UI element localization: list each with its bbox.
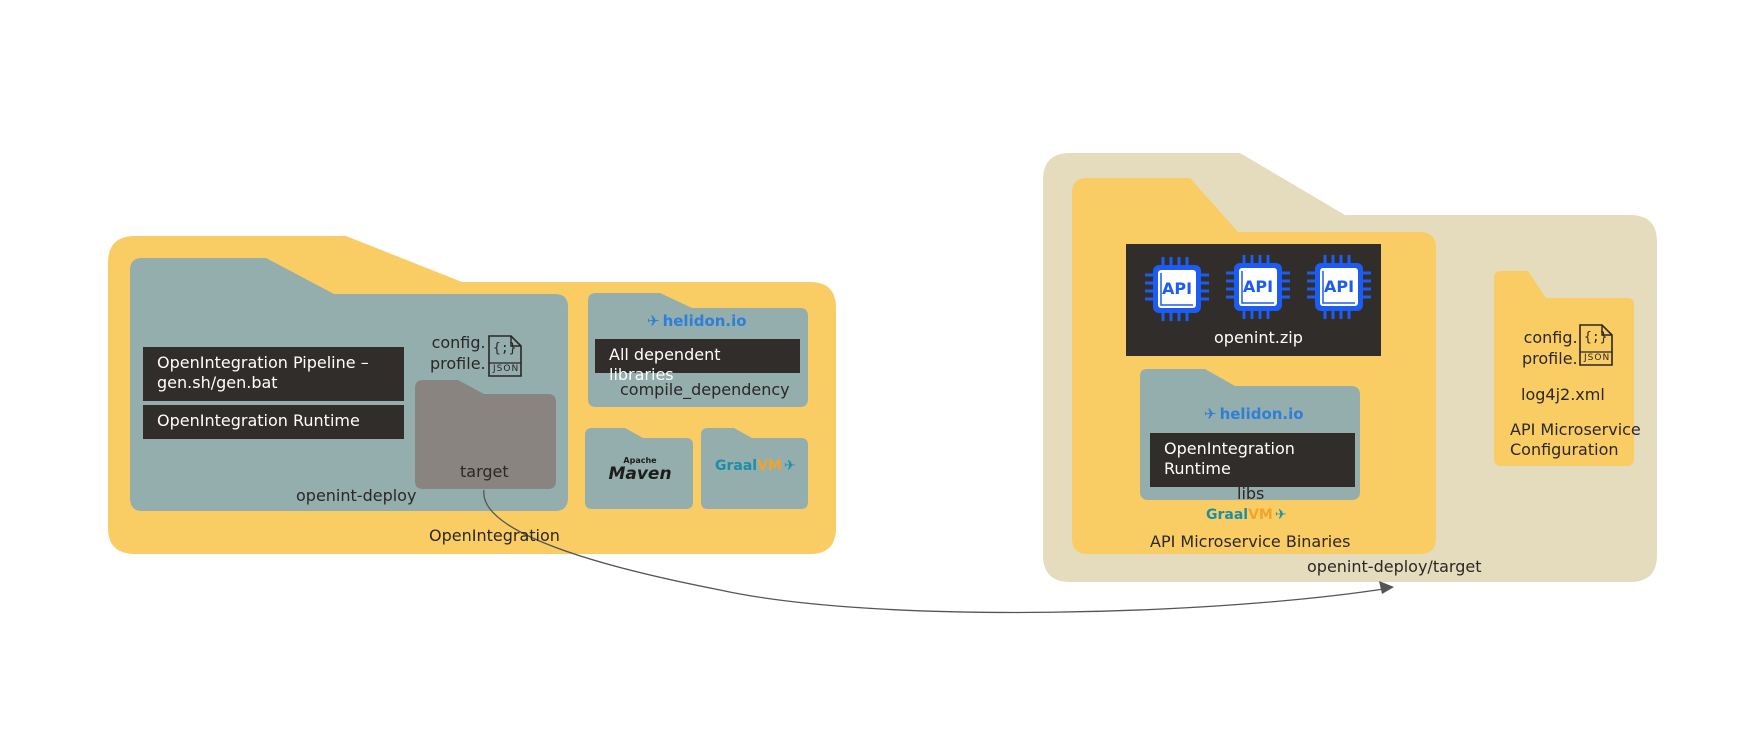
api-config-line-1: API Microservice — [1510, 420, 1641, 439]
openint-deploy-target-label: openint-deploy/target — [1307, 557, 1482, 576]
api-chip-icon: API — [1224, 253, 1292, 321]
source-graalvm-part1: Graal — [715, 458, 758, 474]
compile-helidon-logo: ✈helidon.io — [647, 312, 747, 330]
api-binaries-label: API Microservice Binaries — [1150, 532, 1351, 551]
source-config-line-2: profile. — [430, 354, 486, 373]
helidon-bird-icon: ✈ — [647, 312, 660, 330]
graalvm-bird-icon: ✈ — [1274, 507, 1287, 523]
target-config-line-2: profile. — [1522, 349, 1578, 368]
libs-runtime-label: OpenIntegration Runtime — [1150, 433, 1355, 487]
openint-zip-label: openint.zip — [1214, 328, 1303, 347]
pipeline-label: OpenIntegration Pipeline – gen.sh/gen.ba… — [143, 347, 404, 401]
libs-runtime-line-2: Runtime — [1164, 459, 1231, 478]
maven-logo: Apache Maven — [600, 456, 680, 484]
pipeline-line-1: OpenIntegration Pipeline – — [157, 353, 369, 372]
compile-helidon-text: helidon.io — [662, 312, 747, 330]
pipeline-line-2: gen.sh/gen.bat — [157, 373, 278, 392]
graalvm-bird-icon: ✈ — [783, 458, 796, 474]
source-config-text: config. profile. — [430, 332, 486, 374]
api-chip-text: API — [1324, 277, 1355, 296]
target-config-text: config. profile. — [1522, 327, 1578, 369]
deploy-arrow-head — [1379, 581, 1394, 594]
graalvm-folder — [701, 428, 808, 509]
openint-deploy-label: openint-deploy — [296, 486, 417, 505]
api-chip-text: API — [1243, 277, 1274, 296]
libs-label: libs — [1237, 484, 1265, 503]
libs-runtime-line-1: OpenIntegration — [1164, 439, 1295, 458]
target-json-braces: {;} — [1584, 330, 1608, 345]
source-graalvm-part2: VM — [757, 458, 782, 474]
api-config-line-2: Configuration — [1510, 440, 1619, 459]
helidon-bird-icon: ✈ — [1204, 405, 1217, 423]
source-json-text: JSON — [493, 364, 520, 374]
compile-dependency-label: compile_dependency — [620, 380, 790, 399]
source-config-line-1: config. — [431, 333, 486, 352]
target-json-file-icon: {;} JSON — [1578, 323, 1614, 367]
libs-helidon-logo: ✈helidon.io — [1204, 405, 1304, 423]
api-chip-icon: API — [1143, 255, 1211, 323]
config-folder — [1494, 271, 1634, 466]
api-chip-text: API — [1162, 279, 1193, 298]
maven-apache-text: Apache — [623, 456, 657, 465]
target-json-text: JSON — [1584, 353, 1611, 363]
openintegration-label: OpenIntegration — [429, 526, 560, 545]
deploy-arrow — [483, 489, 1391, 614]
source-json-braces: {;} — [493, 341, 517, 356]
api-chip-icon: API — [1305, 253, 1373, 321]
source-graalvm-logo: GraalVM✈ — [715, 458, 796, 474]
dependent-libraries-label: All dependent libraries — [595, 339, 800, 384]
api-config-label: API Microservice Configuration — [1510, 420, 1641, 460]
target-folder — [415, 380, 556, 489]
target-folder-label: target — [460, 462, 509, 481]
target-graalvm-part2: VM — [1248, 507, 1273, 523]
maven-word-text: Maven — [608, 464, 672, 484]
target-graalvm-logo: GraalVM✈ — [1206, 507, 1287, 523]
maven-folder — [585, 428, 693, 509]
log4j2-file-label: log4j2.xml — [1521, 385, 1605, 404]
runtime-label: OpenIntegration Runtime — [143, 405, 404, 439]
libs-helidon-text: helidon.io — [1219, 405, 1304, 423]
source-json-file-icon: {;} JSON — [487, 334, 523, 378]
target-graalvm-part1: Graal — [1206, 507, 1249, 523]
target-config-line-1: config. — [1523, 328, 1578, 347]
dependent-libraries-text: All dependent libraries — [609, 345, 721, 384]
runtime-label-text: OpenIntegration Runtime — [157, 411, 360, 430]
